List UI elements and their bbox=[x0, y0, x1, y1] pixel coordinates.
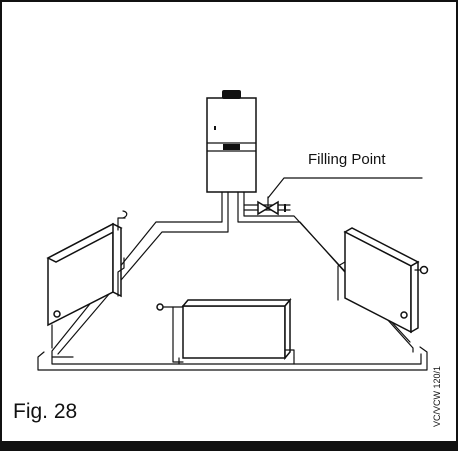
left-radiator bbox=[46, 210, 128, 349]
boiler bbox=[206, 90, 257, 193]
right-radiator bbox=[337, 227, 429, 334]
center-radiator-right-pipe bbox=[284, 349, 295, 359]
center-radiator-side bbox=[284, 297, 291, 361]
center-radiator-left-pipe bbox=[172, 306, 184, 363]
ring-main-outer bbox=[37, 346, 428, 371]
left-radiator-connection bbox=[117, 257, 125, 297]
boiler-flue bbox=[222, 90, 241, 99]
filling-point-label: Filling Point bbox=[308, 151, 386, 168]
right-radiator-connection bbox=[337, 261, 346, 301]
right-radiator-valve bbox=[419, 265, 429, 275]
figure-caption: Fig. 28 bbox=[13, 400, 78, 423]
boiler-indicator bbox=[214, 126, 216, 130]
right-radiator-side bbox=[410, 260, 419, 334]
center-radiator-front bbox=[182, 305, 286, 359]
boiler-control-panel bbox=[223, 144, 240, 150]
left-radiator-front bbox=[47, 222, 114, 327]
left-radiator-side bbox=[112, 222, 122, 298]
center-radiator-top bbox=[181, 299, 292, 307]
filling-point-valve bbox=[257, 196, 286, 216]
ring-main-inner bbox=[51, 353, 422, 365]
ring-main bbox=[37, 346, 428, 371]
center-radiator bbox=[156, 297, 295, 363]
filling-point-leader bbox=[267, 177, 423, 199]
reference-code: VC/VCW 120/1 bbox=[432, 365, 442, 427]
